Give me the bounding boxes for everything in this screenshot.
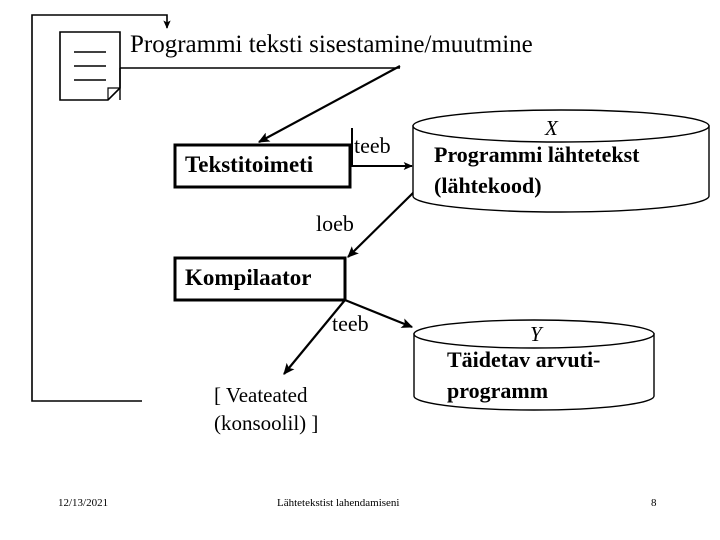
edge-compiler-to-exec — [344, 298, 414, 329]
title-underline-connector — [119, 67, 400, 100]
node-editor-box — [173, 143, 352, 189]
edge-editor-to-source — [350, 128, 413, 171]
source-store-label-line1: Programmi lähtetekst — [434, 142, 640, 167]
error-messages-note: [ Veateated (konsoolil) ] — [214, 381, 318, 438]
edge-source-to-compiler — [347, 191, 415, 258]
node-editor-label: Tekstitoimeti — [185, 152, 314, 177]
feedback-loop-connector — [31, 14, 171, 402]
executable-store-marker: Y — [530, 322, 542, 346]
executable-store-label-line2: programm — [447, 378, 549, 403]
edge-label-source-to-compiler: loeb — [316, 211, 354, 236]
footer-date: 12/13/2021 — [58, 497, 109, 509]
edge-label-editor-to-source: teeb — [354, 133, 391, 158]
error-note-line2: (konsoolil) ] — [214, 411, 319, 436]
executable-store-label-line1: Täidetav arvuti- — [447, 347, 601, 372]
node-source-store-cylinder — [412, 109, 710, 213]
node-compiler-label: Kompilaator — [185, 265, 312, 290]
footer-page-number: 8 — [651, 497, 657, 509]
arrow-title-to-editor — [257, 65, 401, 143]
edge-compiler-to-errors — [283, 299, 346, 375]
source-store-label-line2: (lähtekood) — [434, 173, 542, 198]
footer-title: Lähtetekstist lahendamiseni — [277, 497, 400, 509]
document-icon — [59, 31, 121, 101]
source-store-marker: X — [545, 116, 558, 140]
edge-label-compiler-to-exec: teeb — [332, 311, 369, 336]
page-title: Programmi teksti sisestamine/muutmine — [130, 31, 533, 58]
node-compiler-box — [173, 256, 347, 302]
error-note-line1: [ Veateated — [214, 383, 308, 407]
node-executable-store-cylinder — [413, 319, 655, 411]
